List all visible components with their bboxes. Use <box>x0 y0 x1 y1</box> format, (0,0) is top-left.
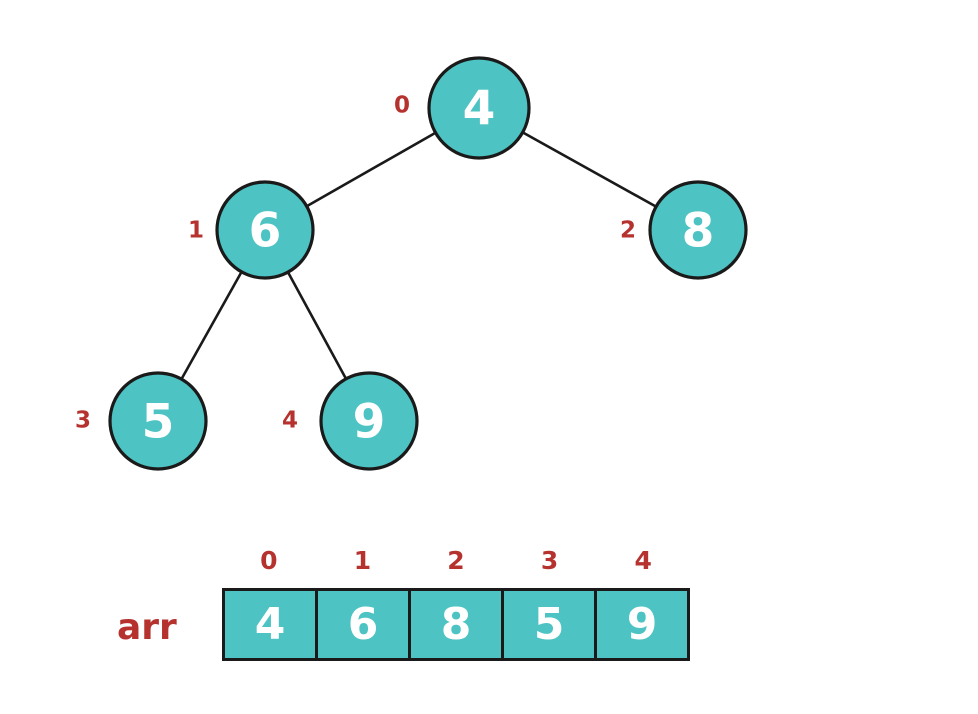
tree-node-circle-3[interactable] <box>108 371 208 471</box>
tree-node-value-0: 4 <box>462 81 496 137</box>
array-cell-4[interactable]: 9 <box>626 598 658 650</box>
tree-node-value-4: 9 <box>352 394 386 450</box>
tree-edge-1-4 <box>286 270 348 381</box>
tree-node-index-4: 4 <box>281 407 299 434</box>
array-name-label: arr <box>117 607 177 648</box>
tree-edge-0-1 <box>305 131 438 208</box>
array-cell-1[interactable]: 6 <box>318 591 411 658</box>
array-index-3: 3 <box>540 546 559 575</box>
tree-node-circle-0[interactable] <box>427 56 531 160</box>
tree-edge-1-3 <box>179 270 244 381</box>
tree-node-circles <box>108 56 748 471</box>
array-cell-0[interactable]: 4 <box>225 591 318 658</box>
tree-node-circle-2[interactable] <box>648 180 748 280</box>
tree-node-index-3: 3 <box>74 407 92 434</box>
tree-node-value-3: 5 <box>141 394 175 450</box>
array-index-1: 1 <box>353 546 372 575</box>
tree-node-circle-4[interactable] <box>319 371 419 471</box>
tree-node-value-2: 8 <box>681 203 715 259</box>
array-index-4: 4 <box>634 546 652 575</box>
tree-node-circle-1[interactable] <box>215 180 315 280</box>
array-cell-3[interactable]: 5 <box>504 591 597 658</box>
array-index-2: 2 <box>447 546 465 575</box>
array-index-0: 0 <box>260 546 278 575</box>
tree-node-index-2: 2 <box>619 217 637 244</box>
tree-edge-0-2 <box>521 130 658 209</box>
tree-node-value-1: 6 <box>248 203 282 259</box>
tree-node-index-0: 0 <box>393 92 411 119</box>
tree-node-index-1: 1 <box>187 217 205 244</box>
tree-edges <box>179 130 658 381</box>
array-cell-2[interactable]: 8 <box>411 591 504 658</box>
array-index-row: 0 1 2 3 4 <box>222 548 690 573</box>
